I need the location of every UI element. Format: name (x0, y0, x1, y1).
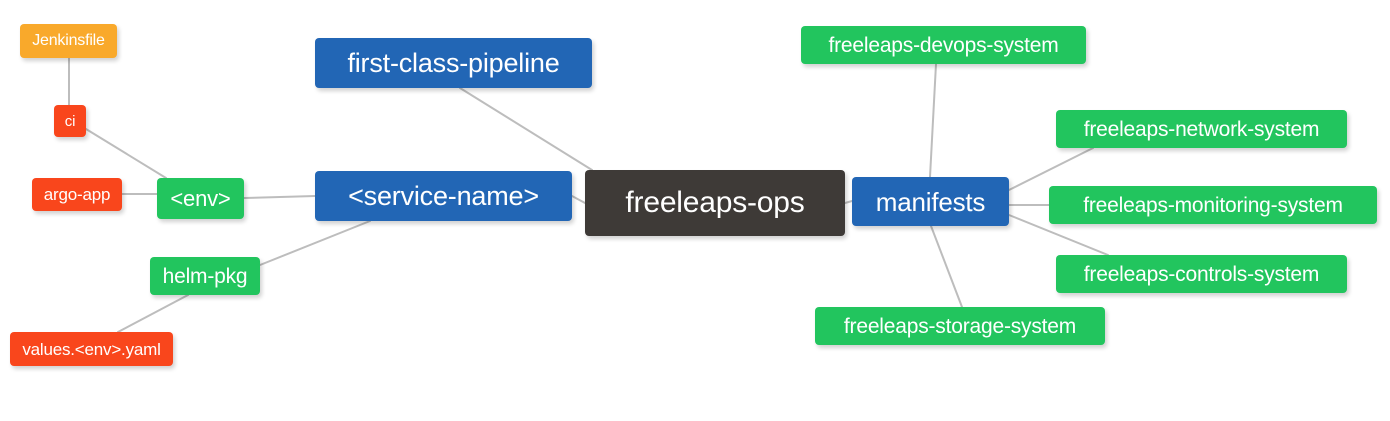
mindmap-node-freeleaps-monitoring-system[interactable]: freeleaps-monitoring-system (1049, 186, 1377, 224)
mindmap-node-manifests[interactable]: manifests (852, 177, 1009, 226)
edge-manifests-to-freeleaps-network-system (1008, 147, 1094, 191)
mindmap-node-freeleaps-ops[interactable]: freeleaps-ops (585, 170, 845, 236)
edge-freeleaps-ops-to-service-name (571, 195, 586, 204)
mindmap-node-first-class-pipeline[interactable]: first-class-pipeline (315, 38, 592, 88)
edge-manifests-to-freeleaps-storage-system (930, 225, 963, 308)
mindmap-node-freeleaps-controls-system[interactable]: freeleaps-controls-system (1056, 255, 1347, 293)
edge-freeleaps-ops-to-first-class-pipeline (459, 87, 593, 171)
edge-env-to-ci (85, 128, 167, 179)
mindmap-node-env[interactable]: <env> (157, 178, 244, 219)
mindmap-node-helm-pkg[interactable]: helm-pkg (150, 257, 260, 295)
edge-service-name-to-env (243, 195, 316, 199)
mindmap-node-values-yaml[interactable]: values.<env>.yaml (10, 332, 173, 366)
edge-manifests-to-freeleaps-devops-system (929, 63, 937, 178)
mindmap-node-freeleaps-storage-system[interactable]: freeleaps-storage-system (815, 307, 1105, 345)
edge-helm-pkg-to-values-yaml (117, 294, 189, 333)
mindmap-node-argo-app[interactable]: argo-app (32, 178, 122, 211)
edge-manifests-to-freeleaps-controls-system (1008, 214, 1109, 256)
mindmap-node-freeleaps-network-system[interactable]: freeleaps-network-system (1056, 110, 1347, 148)
mindmap-node-freeleaps-devops-system[interactable]: freeleaps-devops-system (801, 26, 1086, 64)
mindmap-node-service-name[interactable]: <service-name> (315, 171, 572, 221)
edge-freeleaps-ops-to-manifests (844, 200, 853, 204)
mindmap-node-ci[interactable]: ci (54, 105, 86, 137)
edge-service-name-to-helm-pkg (259, 220, 371, 266)
mindmap-node-jenkinsfile[interactable]: Jenkinsfile (20, 24, 117, 58)
